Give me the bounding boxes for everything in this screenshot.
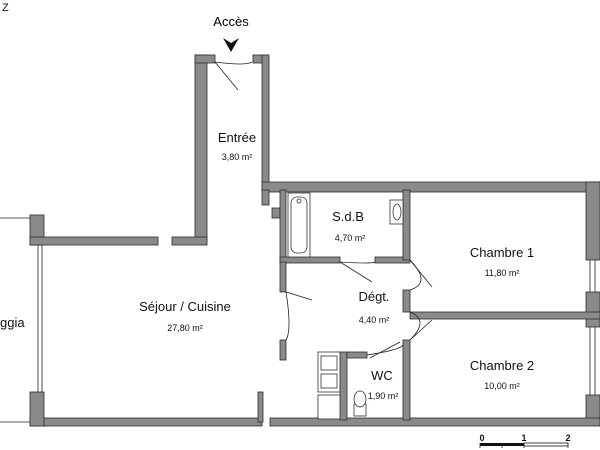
washbasin [389, 199, 404, 225]
room-name-sdb: S.d.B [332, 209, 364, 224]
walls [29, 54, 600, 427]
room-name-entree: Entrée [218, 130, 256, 145]
scale-bar [479, 442, 569, 448]
room-area-degt: 4,40 m² [359, 315, 390, 325]
scale-tick-0: 0 [479, 433, 484, 443]
scale-tick-1: 1 [521, 433, 526, 443]
room-area-sejour: 27,80 m² [167, 323, 203, 333]
room-name-wc: WC [371, 368, 393, 383]
room-name-degt: Dégt. [358, 289, 389, 304]
left-window [37, 245, 43, 392]
loggia-label: ggia [0, 315, 25, 330]
scale-tick-2: 2 [565, 433, 570, 443]
toilet [353, 390, 367, 417]
loggia-outline [0, 217, 30, 423]
room-area-wc: 1,90 m² [368, 391, 399, 401]
room-area-sdb: 4,70 m² [335, 233, 366, 243]
right-windows [589, 260, 596, 395]
kitchen-counter [317, 394, 341, 420]
room-name-sejour: Séjour / Cuisine [139, 299, 231, 314]
room-name-chambre1: Chambre 1 [470, 245, 534, 260]
access-arrow-icon [223, 38, 239, 52]
room-area-entree: 3,80 m² [222, 152, 253, 162]
access-label: Accès [213, 14, 249, 29]
room-area-chambre2: 10,00 m² [484, 381, 520, 391]
doors [214, 61, 433, 359]
kitchen-sink [317, 351, 341, 393]
corner-mark: Z [2, 2, 9, 14]
room-area-chambre1: 11,80 m² [485, 268, 520, 278]
bathtub [287, 192, 311, 258]
room-name-chambre2: Chambre 2 [470, 358, 534, 373]
